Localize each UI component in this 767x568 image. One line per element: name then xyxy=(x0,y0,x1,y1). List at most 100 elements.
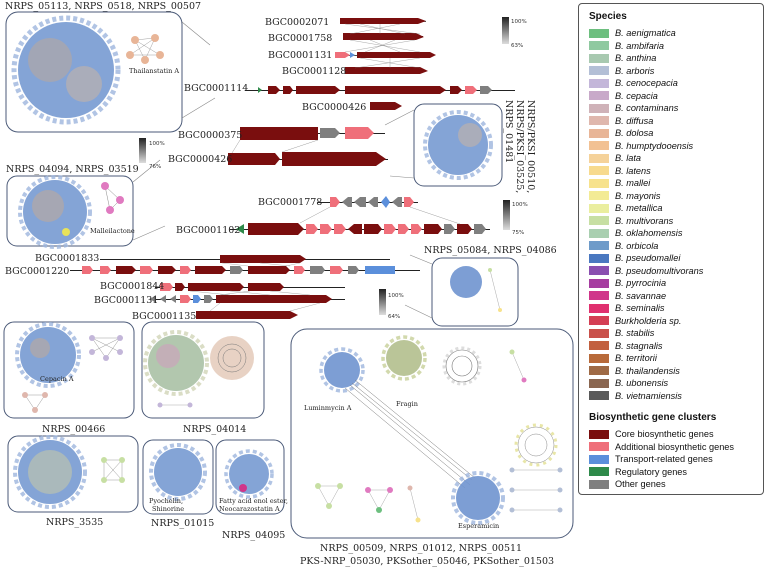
label-vertical-1: NRPS/PKSI_00510, xyxy=(525,100,536,193)
species-item: B. lata xyxy=(589,152,763,165)
panel-connectors xyxy=(132,21,433,319)
label-bgc0001844: BGC0001844 xyxy=(100,281,164,292)
species-swatch xyxy=(589,103,609,113)
scale1-min: 63% xyxy=(511,43,523,49)
species-swatch xyxy=(589,328,609,338)
species-swatch xyxy=(589,203,609,213)
legend-species-title: Species xyxy=(589,11,627,22)
gene-type-label: Transport-related genes xyxy=(615,454,713,465)
scale3-max: 100% xyxy=(512,202,528,208)
species-swatch xyxy=(589,253,609,263)
species-item: B. anthina xyxy=(589,52,763,65)
species-item: B. aenigmatica xyxy=(589,27,763,40)
species-item: B. vietnamiensis xyxy=(589,390,763,403)
scale1-max: 100% xyxy=(511,19,527,25)
label-bgc0000375: BGC0000375 xyxy=(178,130,242,141)
species-item: B. contaminans xyxy=(589,102,763,115)
species-item: B. territorii xyxy=(589,352,763,365)
species-item: B. cepacia xyxy=(589,90,763,103)
species-swatch xyxy=(589,178,609,188)
species-label: B. pseudomultivorans xyxy=(615,265,704,276)
species-label: B. humptydooensis xyxy=(615,140,694,151)
species-label: B. contaminans xyxy=(615,103,679,114)
panel-top-left xyxy=(5,11,183,133)
species-item: B. pyrrocinia xyxy=(589,277,763,290)
species-item: B. stagnalis xyxy=(589,340,763,353)
label-nrps-00466: NRPS_00466 xyxy=(42,424,105,435)
scale4-min: 64% xyxy=(388,314,400,320)
species-item: B. dolosa xyxy=(589,127,763,140)
species-label: B. thailandensis xyxy=(615,365,680,376)
panel-3535 xyxy=(7,435,139,513)
species-swatch xyxy=(589,366,609,376)
panel-right-upper xyxy=(413,103,503,187)
gene-type-item: Additional biosynthetic genes xyxy=(589,441,763,454)
species-label: B. ubonensis xyxy=(615,378,669,389)
species-label: B. latens xyxy=(615,165,651,176)
label-bgc0001778: BGC0001778 xyxy=(258,197,322,208)
species-item: B. pseudomallei xyxy=(589,252,763,265)
gene-type-item: Transport-related genes xyxy=(589,453,763,466)
label-bgc0001114: BGC0001114 xyxy=(184,83,248,94)
species-label: B. savannae xyxy=(615,290,667,301)
label-nrps-04095: NRPS_04095 xyxy=(222,530,285,541)
species-swatch xyxy=(589,128,609,138)
species-swatch xyxy=(589,28,609,38)
gene-type-label: Core biosynthetic genes xyxy=(615,429,714,440)
species-swatch xyxy=(589,41,609,51)
species-item: B. seminalis xyxy=(589,302,763,315)
species-swatch xyxy=(589,316,609,326)
label-right-mid-cluster: NRPS_05084, NRPS_04086 xyxy=(424,245,557,256)
label-bgc0001135: BGC0001135 xyxy=(132,311,196,322)
gene-type-item: Regulatory genes xyxy=(589,466,763,479)
species-label: B. arboris xyxy=(615,65,655,76)
gene-type-swatch xyxy=(589,429,609,439)
species-item: B. pseudomultivorans xyxy=(589,265,763,278)
species-swatch xyxy=(589,191,609,201)
label-nrps-04014: NRPS_04014 xyxy=(183,424,246,435)
label-shinorine: Shinorine xyxy=(152,505,184,513)
gene-clusters xyxy=(70,18,515,319)
species-swatch xyxy=(589,78,609,88)
label-bgc0001131a: BGC0001131 xyxy=(268,50,332,61)
species-label: B. stabilis xyxy=(615,328,655,339)
species-label: B. cenocepacia xyxy=(615,78,678,89)
species-label: B. orbicola xyxy=(615,240,659,251)
species-label: B. multivorans xyxy=(615,215,674,226)
species-swatch xyxy=(589,228,609,238)
species-label: B. seminalis xyxy=(615,303,665,314)
species-item: B. ubonensis xyxy=(589,377,763,390)
species-item: Burkholderia sp. xyxy=(589,315,763,328)
species-swatch xyxy=(589,216,609,226)
species-label: B. cepacia xyxy=(615,90,658,101)
species-swatch xyxy=(589,53,609,63)
species-label: B. ambifaria xyxy=(615,40,665,51)
panel-cepacin xyxy=(3,321,135,419)
species-label: Burkholderia sp. xyxy=(615,315,682,326)
panel-left-mid xyxy=(6,175,134,247)
label-vertical-2: NRPS/PKSI_03525, xyxy=(514,100,525,193)
label-luminmycin: Luminmycin A xyxy=(304,404,352,412)
label-bgc0001220: BGC0001220 xyxy=(5,266,69,277)
label-bgc0001758: BGC0001758 xyxy=(268,33,332,44)
species-item: B. multivorans xyxy=(589,215,763,228)
species-item: B. ambifaria xyxy=(589,40,763,53)
gene-type-label: Other genes xyxy=(615,479,666,490)
label-bottom-2: PKS-NRP_05030, PKSother_05046, PKSother_… xyxy=(300,556,554,567)
species-swatch xyxy=(589,303,609,313)
species-label: B. diffusa xyxy=(615,115,654,126)
scale3-min: 75% xyxy=(512,230,524,236)
species-item: B. mallei xyxy=(589,177,763,190)
label-bgc0001833: BGC0001833 xyxy=(35,253,99,264)
species-swatch xyxy=(589,153,609,163)
label-vertical-3: NRPS_01481 xyxy=(503,100,514,163)
panel-04014 xyxy=(141,321,265,419)
species-item: B. thailandensis xyxy=(589,365,763,378)
legend-genes-title: Biosynthetic gene clusters xyxy=(589,412,717,423)
label-cepacin: Cepacin A xyxy=(40,375,74,383)
species-label: B. anthina xyxy=(615,53,657,64)
label-nrps-3535: NRPS_3535 xyxy=(46,517,103,528)
